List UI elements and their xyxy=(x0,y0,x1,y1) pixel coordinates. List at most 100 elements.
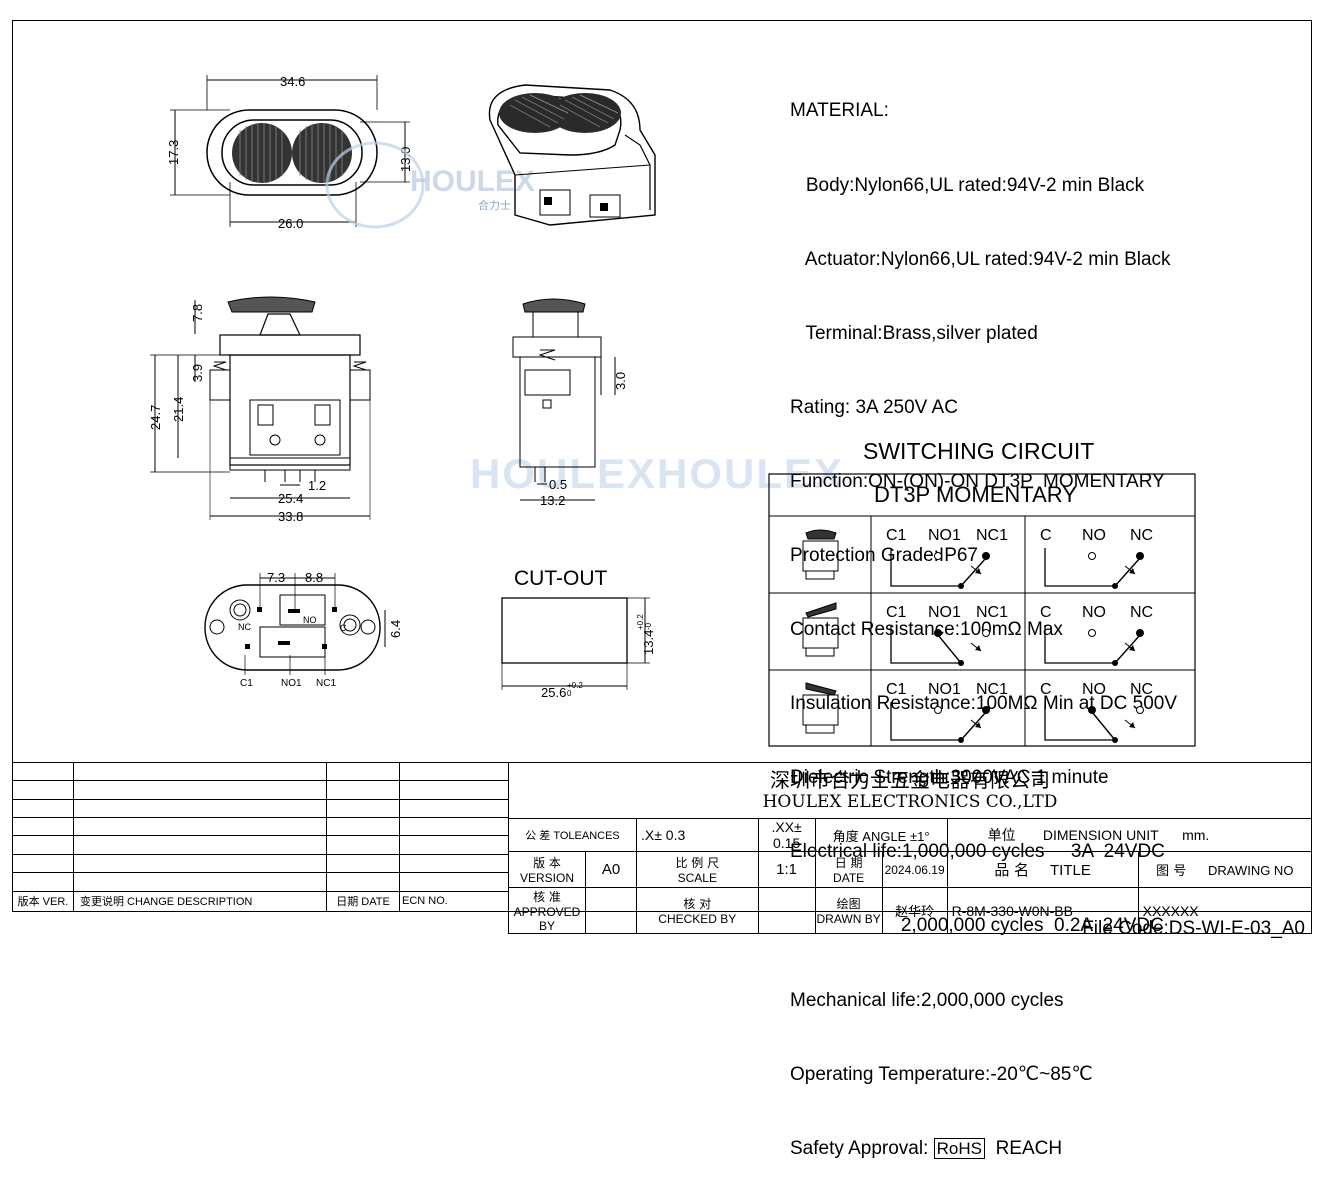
bottom-label-nc: NC xyxy=(238,622,251,632)
circuit-left-nc-contact-2 xyxy=(982,706,990,714)
circuit-right-arrowhead-1 xyxy=(1129,645,1135,651)
circuit-right-blade-2 xyxy=(1091,711,1116,741)
scale-en: SCALE xyxy=(677,871,717,885)
circuit-left-nc-contact-0 xyxy=(982,552,990,560)
checked-cn: 核 对 xyxy=(683,897,712,911)
circuit-left-nc-contact-1 xyxy=(982,629,990,637)
drawn-cn: 绘图 xyxy=(836,897,861,911)
unit-cn: 单位 xyxy=(987,828,1016,844)
dim-top-inner-height: 13.0 xyxy=(398,147,413,172)
circuit-left-blade-0 xyxy=(960,557,987,587)
drawn-value: 赵华玲 xyxy=(881,887,948,934)
circuit-left-arrowhead-1 xyxy=(975,645,981,651)
spec-line-7: Contact Resistance:100mΩ Max xyxy=(790,619,1063,641)
title-value: R-8M-330-W0N-BB xyxy=(946,887,1139,934)
bottom-pin-c1: C1 xyxy=(240,678,253,689)
switching-circuit-title: SWITCHING CIRCUIT xyxy=(863,438,1095,464)
circuit-right-nc-contact-1 xyxy=(1136,629,1144,637)
dim-side-21.4: 21.4 xyxy=(171,397,186,422)
dim-end-13.2: 13.2 xyxy=(540,493,565,508)
tolerance-x: .X± 0.3 xyxy=(636,818,759,852)
circuit-left-common-1 xyxy=(890,625,961,664)
bottom-pin-nc1: NC1 xyxy=(316,678,336,689)
bottom-label-no: NO xyxy=(303,615,317,625)
cutout-width-tol-up: +0.2 xyxy=(567,681,583,690)
end-view-drawing: 3.0 0.5 13.2 xyxy=(512,298,628,508)
circuit-right-common-0 xyxy=(1044,548,1115,587)
cutout-width: 25.6 xyxy=(541,685,566,700)
spec-line-5: Function:ON-(ON)-ON DT3P MOMENTARY xyxy=(790,470,1165,492)
dim-bottom-7.3: 7.3 xyxy=(267,570,285,585)
dim-side-25.4: 25.4 xyxy=(278,491,303,506)
angle-label: 角度 ANGLE xyxy=(832,828,907,844)
title-en: TITLE xyxy=(1050,862,1091,879)
dim-top-height: 17.3 xyxy=(166,140,181,165)
cutout-drawing: 13.4 +0.2 -0 25.6 +0.2 0 xyxy=(501,597,656,700)
spec-line-6: Protection Grade:IP67 xyxy=(790,544,978,566)
circuit-right-arrowhead-2 xyxy=(1129,722,1135,728)
dim-side-33.8: 33.8 xyxy=(278,509,303,524)
drawing-en: DRAWING NO xyxy=(1207,863,1294,878)
dim-bottom-6.4: 6.4 xyxy=(388,620,400,638)
circuit-left-pivot-2 xyxy=(958,737,964,743)
circuit-right-label-2-0: C xyxy=(1040,681,1052,698)
circuit-left-label-0-0: C1 xyxy=(886,527,907,544)
circuit-right-pivot-2 xyxy=(1112,737,1118,743)
circuit-left-pivot-0 xyxy=(958,583,964,589)
drawing-cn: 图 号 xyxy=(1156,864,1187,879)
switching-subtitle: DT3P MOMENTARY xyxy=(874,482,1077,507)
circuit-right-arrowhead-0 xyxy=(1129,568,1135,574)
date-cn: 日 期 xyxy=(834,856,863,870)
circuit-right-label-1-0: C xyxy=(1040,604,1052,621)
circuit-right-label-0-2: NC xyxy=(1130,527,1153,544)
circuit-right-label-1-1: NO xyxy=(1082,604,1106,621)
safety-suffix: REACH xyxy=(985,1137,1063,1159)
cutout-height-tol-up: +0.2 xyxy=(636,614,645,630)
watermark-logo: HOULEX xyxy=(410,165,536,198)
dim-bottom-8.8: 8.8 xyxy=(305,570,323,585)
circuit-left-label-1-0: C1 xyxy=(886,604,907,621)
dim-top-inner-width: 26.0 xyxy=(278,216,303,231)
watermark-logo-cn: 合力士 xyxy=(478,199,511,212)
safety-prefix: Safety Approval: xyxy=(790,1137,934,1159)
circuit-left-pivot-1 xyxy=(958,660,964,666)
date-value: 2024.06.19 xyxy=(881,851,948,888)
checked-en: CHECKED BY xyxy=(658,912,737,926)
circuit-left-label-1-2: NC1 xyxy=(976,604,1008,621)
circuit-left-common-2 xyxy=(890,702,961,741)
circuit-left-no-contact-0 xyxy=(934,552,942,560)
rev-desc-header: 变更说明 CHANGE DESCRIPTION xyxy=(73,890,327,913)
circuit-left-label-2-2: NC1 xyxy=(976,681,1008,698)
dim-side-actuator: 7.8 xyxy=(190,304,205,322)
revision-table: 版本 VER. 变更说明 CHANGE DESCRIPTION 日期 DATE … xyxy=(12,761,509,913)
approved-cn: 核 准 xyxy=(533,890,561,904)
state-icon-2 xyxy=(802,602,839,657)
drawn-en: DRAWN BY xyxy=(816,912,881,926)
title-cn: 品 名 xyxy=(994,861,1030,879)
circuit-left-label-1-1: NO1 xyxy=(928,604,961,621)
scale-value: 1:1 xyxy=(757,851,816,888)
drawing-value: XXXXXX xyxy=(1137,887,1313,934)
circuit-left-blade-1 xyxy=(937,634,962,664)
bottom-pin-no1: NO1 xyxy=(281,678,302,689)
tolerance-label: 公 差 TOLEANCES xyxy=(508,818,637,852)
file-code: File Code:DS-WI-E-03_A0 xyxy=(1082,918,1305,939)
company-name-cn: 深圳市合力士五金电器有限公司 xyxy=(770,767,1050,792)
spec-line-3: Terminal:Brass,silver plated xyxy=(790,322,1038,344)
circuit-right-label-2-2: NC xyxy=(1130,681,1153,698)
cutout-width-tol-lo: 0 xyxy=(567,689,572,698)
circuit-right-common-1 xyxy=(1044,625,1115,664)
circuit-right-pivot-1 xyxy=(1112,660,1118,666)
rev-ecn-header: ECN NO. xyxy=(399,890,509,913)
circuit-right-blade-0 xyxy=(1114,557,1141,587)
state-icon-1 xyxy=(802,529,839,580)
circuit-right-nc-contact-2 xyxy=(1136,706,1144,714)
rev-date-header: 日期 DATE xyxy=(326,890,400,913)
state-icon-3 xyxy=(802,682,839,734)
circuit-left-no-contact-1 xyxy=(934,629,942,637)
unit-label: DIMENSION UNIT xyxy=(1042,827,1159,843)
circuit-right-label-0-1: NO xyxy=(1082,527,1106,544)
circuit-left-common-0 xyxy=(890,548,961,587)
dim-top-width: 34.6 xyxy=(280,74,305,89)
circuit-left-no-contact-2 xyxy=(934,706,942,714)
